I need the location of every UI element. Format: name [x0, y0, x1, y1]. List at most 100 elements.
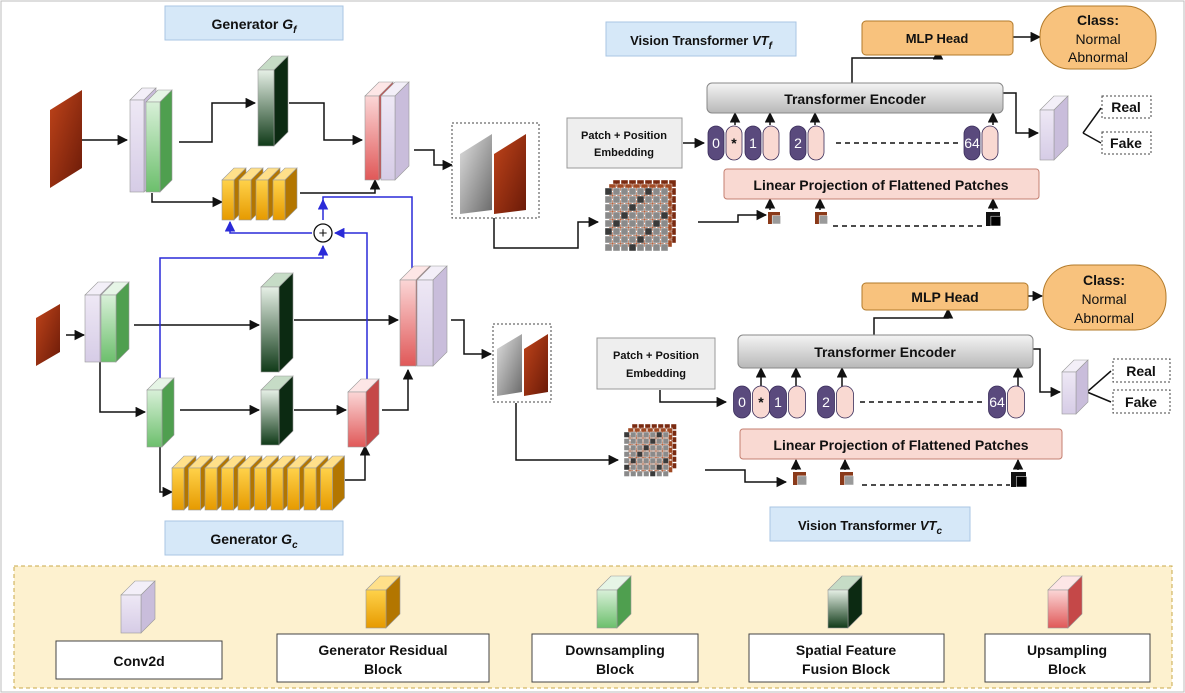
- generator-c-label-box: [164, 520, 344, 556]
- class-f-title: Class:: [1077, 12, 1119, 28]
- patch-grid-f-cell: [612, 243, 621, 252]
- patch-grid-c-cell: [623, 470, 630, 477]
- patch-grid-f-cell: [644, 227, 653, 236]
- input-fundus-fine: [50, 90, 82, 188]
- patch-grid-f-cell: [632, 183, 641, 192]
- patch-grid-c-cell: [649, 464, 656, 471]
- mlp-head-c-label: MLP Head: [911, 289, 978, 305]
- patch-grid-f-cell: [612, 203, 621, 212]
- patch-grid-f-cell: [660, 179, 669, 188]
- class-c-abnormal: Abnormal: [1074, 310, 1134, 326]
- legend-res-cube: [365, 575, 401, 629]
- patch-grid-c-cell: [630, 438, 637, 445]
- generator-blocks: [84, 55, 1089, 634]
- patch-grid-f-cell: [644, 195, 653, 204]
- vt-f-token-emb-64-shape: [981, 125, 999, 161]
- vt-c-token-emb-0-label: *: [758, 394, 764, 410]
- legend-up-box: [984, 633, 1151, 683]
- patch-grid-c-cell: [623, 451, 630, 458]
- patch-grid-c-cell: [643, 451, 650, 458]
- vt-f-token-emb-2: [807, 125, 825, 161]
- gc-conv-out-side: [432, 265, 448, 367]
- patch-grid-f-cell: [656, 183, 665, 192]
- patch-grid-f-cell: [620, 235, 629, 244]
- patch-grid-f-cell: [640, 183, 649, 192]
- patch-grid-f-cell: [656, 215, 665, 224]
- patch-grid-c-cell: [630, 457, 637, 464]
- patch-grid-f-cell: [616, 239, 625, 248]
- patch-grid-f-cell: [636, 187, 645, 196]
- patch-grid-f-cell: [624, 223, 633, 232]
- legend-conv-label: Conv2d: [113, 653, 164, 669]
- patch-grid-c-cell: [643, 438, 650, 445]
- generator-f-prefix: Generator: [211, 16, 282, 32]
- gf-conv-out-side: [394, 81, 410, 181]
- gf-down: [145, 89, 173, 193]
- gc-down-2-side: [161, 377, 175, 448]
- vt-c-token-pos-2: 2: [817, 385, 835, 419]
- patch-grid-c-cell: [656, 451, 663, 458]
- patch-grid-f-cell: [620, 227, 629, 236]
- patch-grid-f-cell: [636, 219, 645, 228]
- vt-f-token-emb-0-shape: [725, 125, 743, 161]
- gc-res-5-front: [237, 467, 251, 511]
- patch-grid-f-cell: [668, 211, 677, 220]
- patch-grid-c-cell: [670, 423, 677, 430]
- patch-grid-c-cell: [662, 464, 669, 471]
- patch-grid-c: [623, 423, 677, 477]
- patch-grid-c-cell: [636, 444, 643, 451]
- patch-grid-f-cell: [632, 239, 641, 248]
- patch-grid-f-cell: [664, 231, 673, 240]
- patch-grid-c-cell: [630, 451, 637, 458]
- gc-res-9-front: [303, 467, 317, 511]
- patch-grid-f-cell: [668, 219, 677, 228]
- patch-grid-f-cell: [652, 179, 661, 188]
- vt-f-symbol: VT: [752, 33, 770, 48]
- legend-res-cube-front: [365, 589, 387, 629]
- patch-grid-f-cell: [656, 231, 665, 240]
- patch-grids: [604, 179, 677, 477]
- patch-grid-c-cell: [623, 431, 630, 438]
- gc-res-7-front: [270, 467, 284, 511]
- gc-conv-front: [84, 294, 101, 363]
- patch-grid-f-cell: [648, 223, 657, 232]
- vt-f-patch-1-front: [771, 215, 781, 225]
- patch-grid-f-cell: [656, 191, 665, 200]
- vt-f: MLP Head Class: Normal Abnormal Transfor…: [566, 5, 1157, 200]
- vt-c-token-emb-64-shape: [1007, 385, 1025, 419]
- patch-grid-f-cell: [608, 215, 617, 224]
- vt-f-token-pos-64: 64: [963, 125, 981, 161]
- patch-grid-f-cell: [620, 211, 629, 220]
- vt-f-label-box: [605, 21, 797, 57]
- patch-grid-f-cell: [656, 223, 665, 232]
- patch-grid-f-cell: [624, 215, 633, 224]
- gen-output-angiogram-fine: [460, 134, 492, 214]
- class-c-normal: Normal: [1081, 291, 1126, 307]
- legend-res-label-1: Generator Residual: [318, 642, 447, 658]
- generator-c-symbol: G: [281, 531, 292, 547]
- patch-grid-f-cell: [636, 179, 645, 188]
- patch-embedding-f-line1: Patch + Position: [581, 130, 667, 142]
- generator-c-prefix: Generator: [210, 531, 281, 547]
- vt-f-token-pos-1-shape: [744, 125, 762, 161]
- patch-grid-f-cell: [640, 191, 649, 200]
- gf-down-front: [145, 101, 161, 193]
- patch-grid-f-cell: [616, 207, 625, 216]
- gen-output-angiogram-coarse: [497, 334, 522, 396]
- generator-f-symbol: G: [282, 16, 293, 32]
- vt-f-patch-2-front: [818, 215, 828, 225]
- patch-grid-c-cell: [636, 438, 643, 445]
- legend-down-label-2: Block: [596, 661, 634, 677]
- vt-c-token-pos-2-label: 2: [822, 394, 830, 410]
- legend-fusion-cube: [827, 575, 863, 629]
- patch-grid-f-cell: [652, 219, 661, 228]
- gc-up-2: [347, 378, 380, 448]
- patch-grid-f-cell: [652, 227, 661, 236]
- fake-label-c: Fake: [1125, 394, 1157, 410]
- vt-f-token-pos-0-label: 0: [712, 135, 720, 151]
- patch-grid-c-cell: [649, 451, 656, 458]
- patch-grid-f-cell: [664, 207, 673, 216]
- patch-grid-c-cell: [630, 464, 637, 471]
- patch-grid-c-cell: [643, 444, 650, 451]
